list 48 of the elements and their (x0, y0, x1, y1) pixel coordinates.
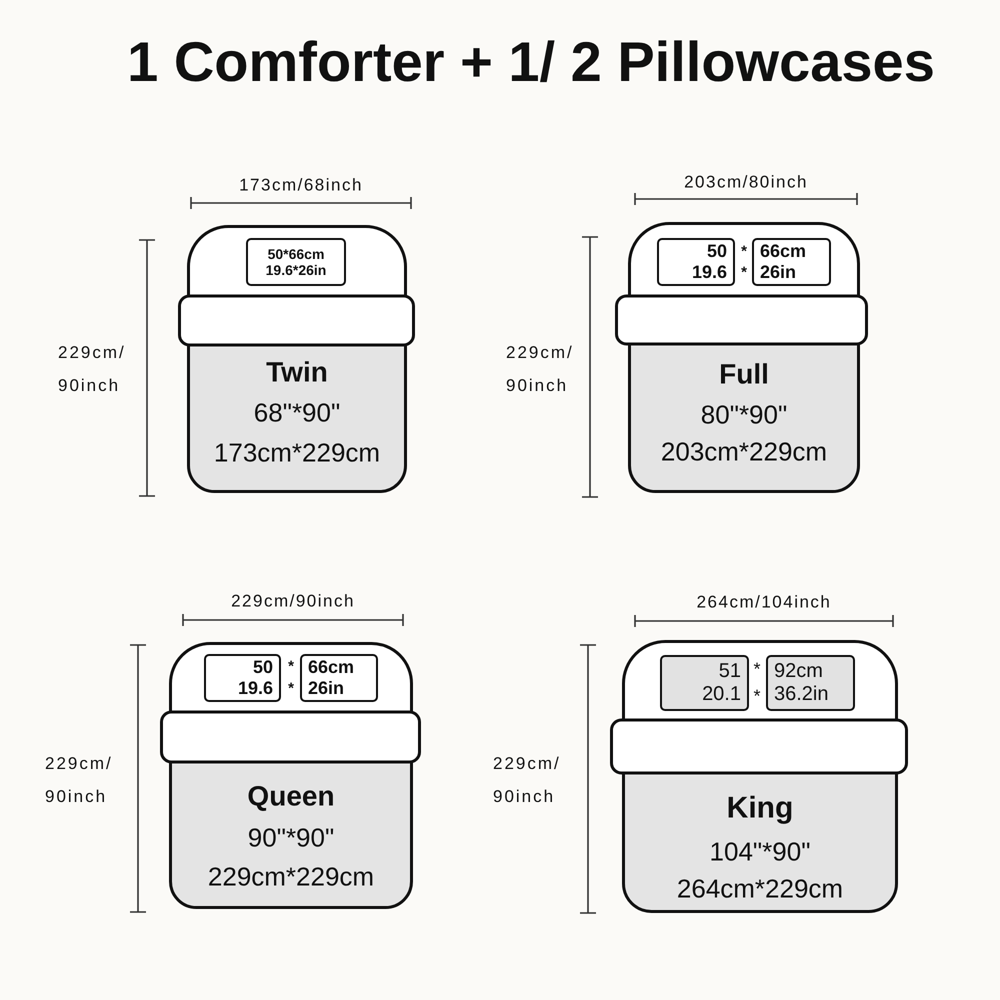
size-name: Twin (266, 358, 328, 388)
size-inches: 80"*90" (700, 400, 788, 430)
pillowcase-size: 92cm (774, 660, 823, 683)
pillowcase-size-box (752, 238, 831, 286)
size-inches: 104"*90" (710, 838, 810, 866)
pillowcase-size: 66cm (760, 241, 806, 262)
pillowcase-size: 20.1 (702, 683, 741, 706)
dimension-label: 173cm/68inch (239, 176, 363, 196)
pillowcase-size: 50 (706, 241, 727, 262)
pillowcase-size: 26in (308, 678, 344, 699)
pillowcase-size: 66cm (308, 657, 354, 678)
times-sign: * (741, 244, 747, 260)
pillowcase-size: 50*66cm (268, 246, 324, 262)
pillowcase-size-box (657, 238, 735, 286)
dimension-label: 229cm/ 90inch (506, 342, 575, 397)
pillowcase-size: 36.2in (774, 683, 828, 706)
pillowcase-size-box (766, 655, 855, 711)
times-sign: * (741, 264, 747, 282)
size-name: Full (719, 360, 769, 390)
dimension-label: 229cm/ 90inch (58, 342, 127, 397)
times-sign: * (754, 660, 760, 680)
pillowcase-size-box (246, 238, 346, 286)
pillowcase-size: 19.6 (238, 678, 273, 699)
pillowcase-size: 50 (252, 657, 273, 678)
pillowcase-size: 19.6*26in (266, 262, 326, 278)
size-name: King (726, 792, 794, 824)
size-cm: 264cm*229cm (676, 874, 844, 904)
size-cm: 229cm*229cm (208, 862, 374, 892)
dimension-label: 229cm/ 90inch (45, 753, 114, 808)
size-inches: 68"*90" (254, 398, 340, 428)
pillowcase-size-box (204, 654, 281, 702)
dimension-label: 229cm/ 90inch (493, 753, 562, 808)
size-cm: 173cm*229cm (214, 438, 380, 468)
pillowcase-size-box (300, 654, 378, 702)
dimension-label: 229cm/90inch (231, 592, 355, 612)
size-cm: 203cm*229cm (660, 438, 828, 466)
pillowcase-size: 51 (718, 660, 741, 683)
pillowcase-size: 26in (760, 262, 796, 283)
dimension-label: 264cm/104inch (696, 594, 832, 612)
times-sign: * (288, 658, 294, 676)
size-inches: 90"*90" (248, 824, 334, 852)
pillowcase-size: 19.6 (692, 262, 727, 283)
size-name: Queen (247, 782, 335, 812)
pillowcase-size-box (660, 655, 749, 711)
dimension-label: 203cm/80inch (684, 174, 808, 192)
title: 1 Comforter + 1/ 2 Pillowcases (127, 31, 935, 93)
times-sign: * (754, 687, 760, 707)
times-sign: * (288, 680, 294, 698)
